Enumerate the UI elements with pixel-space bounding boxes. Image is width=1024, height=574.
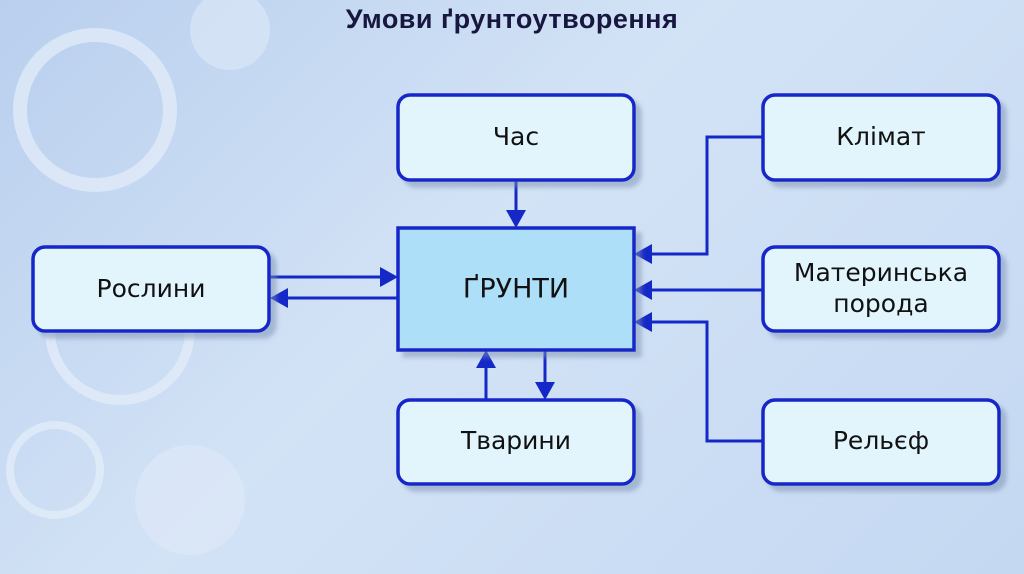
label-plants: Рослини	[97, 274, 206, 303]
arrowheads	[270, 210, 652, 400]
label-climate: Клімат	[836, 122, 925, 151]
label-time: Час	[493, 122, 539, 151]
arrow-soil-to-plants	[270, 288, 288, 308]
connectors	[270, 135, 763, 443]
arrow-plants-to-soil	[380, 267, 398, 287]
node-climate	[761, 93, 1001, 182]
label-relief: Рельєф	[833, 426, 929, 455]
label-parent-rock-line2: порода	[833, 289, 928, 318]
page-title: Умови ґрунтоутворення	[345, 4, 679, 34]
arrow-soil-to-animals	[535, 382, 555, 400]
node-parent-rock	[761, 245, 1001, 333]
node-plants	[31, 245, 271, 333]
arrow-rock-to-soil	[634, 280, 652, 300]
label-animals: Тварини	[460, 426, 571, 455]
arrow-climate-to-soil	[634, 244, 652, 264]
node-time	[396, 93, 636, 182]
label-parent-rock-line1: Материнська	[794, 258, 968, 287]
arrow-animals-to-soil	[476, 350, 496, 368]
node-relief	[761, 398, 1001, 486]
label-soil: ҐРУНТИ	[463, 274, 569, 305]
node-soil	[396, 226, 636, 352]
node-animals	[396, 398, 636, 486]
arrow-time-to-soil	[506, 210, 526, 228]
arrow-relief-to-soil	[634, 312, 652, 332]
